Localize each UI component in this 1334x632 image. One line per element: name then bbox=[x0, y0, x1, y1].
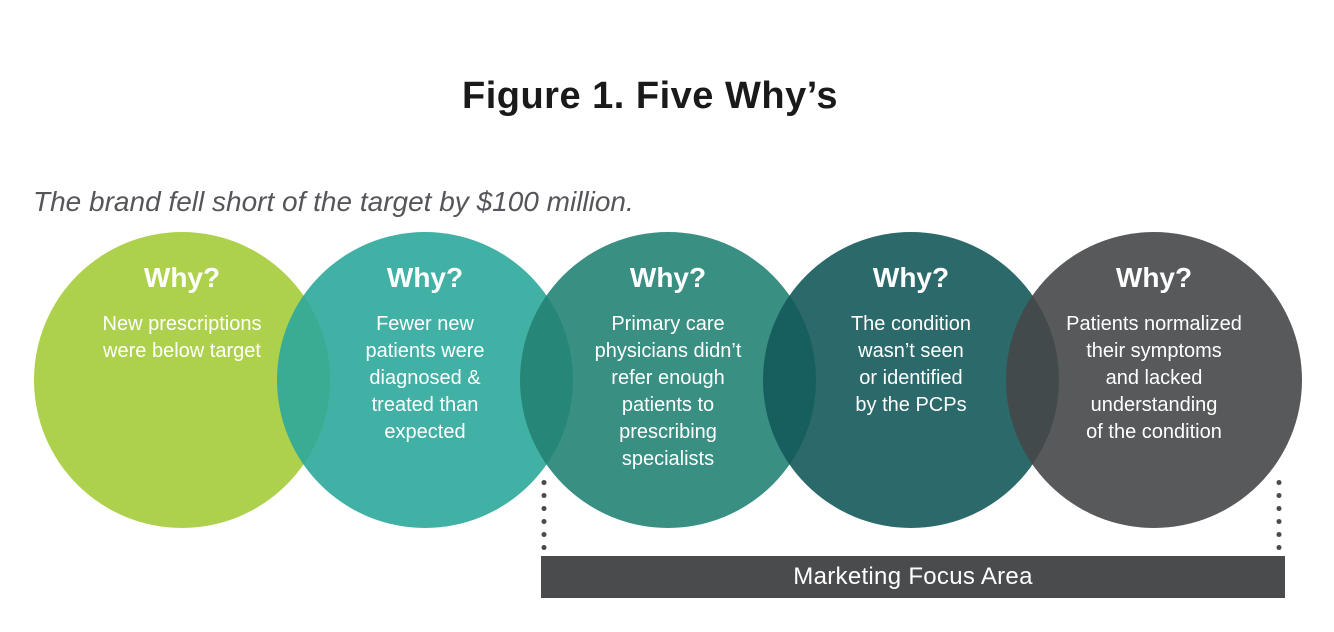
why-heading-3: Why? bbox=[629, 262, 707, 293]
why-body-1: New prescriptions were below target bbox=[102, 313, 262, 362]
why-body-5: Patients normalized their symptoms and l… bbox=[1066, 313, 1242, 443]
why-heading-4: Why? bbox=[872, 262, 950, 293]
dotted-line-right bbox=[1276, 476, 1282, 554]
why-heading-2: Why? bbox=[386, 262, 464, 293]
why-circle-5: Why? Patients normalized their symptoms … bbox=[1006, 232, 1302, 528]
why-body-2: Fewer new patients were diagnosed & trea… bbox=[365, 313, 485, 443]
figure-subtitle: The brand fell short of the target by $1… bbox=[33, 186, 634, 217]
marketing-focus-bar: Marketing Focus Area bbox=[541, 556, 1285, 598]
why-body-4: The condition wasn’t seen or identified … bbox=[850, 313, 972, 416]
why-body-3: Primary care physicians didn’t refer eno… bbox=[594, 313, 742, 470]
why-heading-5: Why? bbox=[1115, 262, 1193, 293]
marketing-focus-bar-label: Marketing Focus Area bbox=[793, 563, 1033, 590]
figure-title: Figure 1. Five Why’s bbox=[461, 75, 838, 118]
why-heading-1: Why? bbox=[143, 262, 221, 293]
dotted-line-left bbox=[541, 476, 547, 554]
